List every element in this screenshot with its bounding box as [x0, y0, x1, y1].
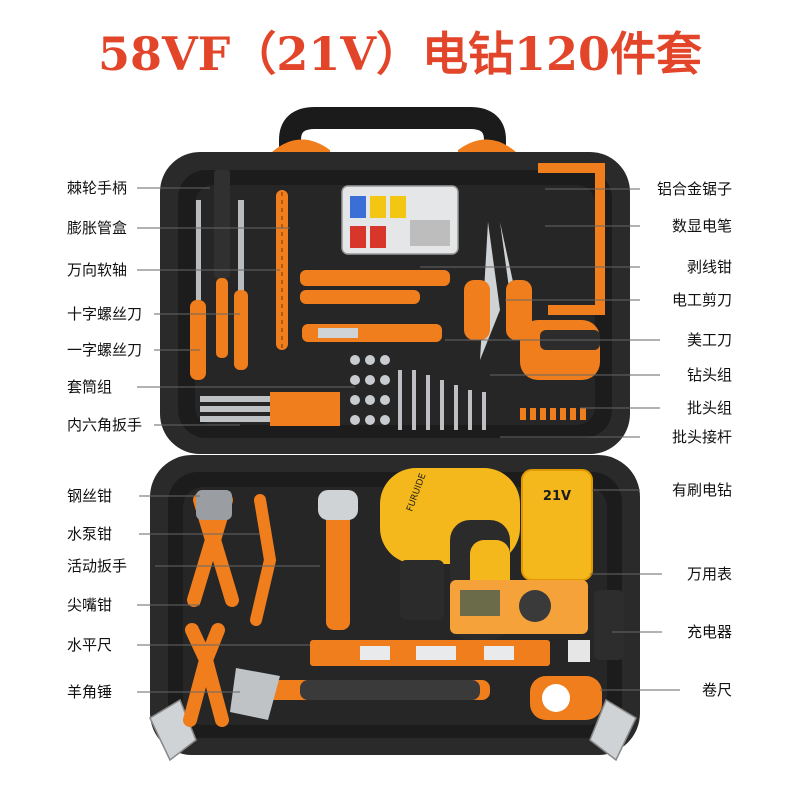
label-electrician-scissors: 电工剪刀	[671, 291, 732, 309]
utility-knife	[302, 324, 442, 342]
label-screwdriver-bits: 批头组	[686, 399, 732, 417]
label-phillips-screwdriver: 十字螺丝刀	[67, 305, 143, 323]
claw-hammer	[230, 668, 490, 720]
label-ratchet-handle: 棘轮手柄	[67, 179, 128, 197]
label-charger: 充电器	[686, 623, 732, 641]
label-slotted-screwdriver: 一字螺丝刀	[67, 341, 143, 359]
electrician-scissors	[464, 222, 532, 360]
label-bit-extension: 批头接杆	[671, 428, 732, 446]
left-leader-lines	[137, 187, 355, 693]
adjustable-wrench	[318, 490, 358, 630]
label-adjustable-wrench: 活动扳手	[67, 557, 128, 575]
label-claw-hammer: 羊角锤	[67, 683, 113, 701]
label-hacksaw: 铝合金锯子	[656, 180, 732, 198]
label-utility-knife: 美工刀	[686, 331, 732, 349]
hex-key-set	[200, 392, 340, 426]
flexible-shaft	[276, 190, 288, 350]
label-hex-keys: 内六角扳手	[67, 416, 143, 434]
label-voltage-pen: 数显电笔	[671, 217, 732, 235]
multimeter	[450, 580, 588, 634]
label-drill-bits: 钻头组	[686, 366, 732, 384]
label-multimeter: 万用表	[686, 565, 732, 583]
tape-measure	[530, 676, 602, 720]
screwdrivers-group	[190, 170, 248, 380]
right-leader-lines	[420, 188, 680, 691]
pliers-group	[183, 490, 277, 727]
hacksaw	[520, 163, 605, 380]
product-title: 58VF（21V）电钻120件套	[97, 27, 703, 81]
label-tape-measure: 卷尺	[701, 681, 732, 699]
anchor-box	[341, 185, 459, 255]
socket-and-bit-sets	[350, 355, 586, 430]
label-water-pump-pliers: 水泵钳	[67, 525, 113, 543]
label-needle-nose-pliers: 尖嘴钳	[67, 596, 113, 614]
label-brushed-drill: 有刷电钻	[671, 481, 732, 499]
label-anchor-box: 膨胀管盒	[67, 219, 128, 237]
battery-label: 21V	[543, 489, 571, 504]
wire-stripper	[300, 270, 450, 304]
label-flexible-shaft: 万向软轴	[67, 261, 128, 279]
label-spirit-level: 水平尺	[67, 636, 113, 654]
label-socket-set: 套筒组	[67, 378, 113, 396]
label-combination-pliers: 钢丝钳	[67, 487, 113, 505]
label-wire-stripper: 剥线钳	[686, 258, 732, 276]
charger	[568, 590, 624, 662]
spirit-level	[310, 640, 550, 666]
